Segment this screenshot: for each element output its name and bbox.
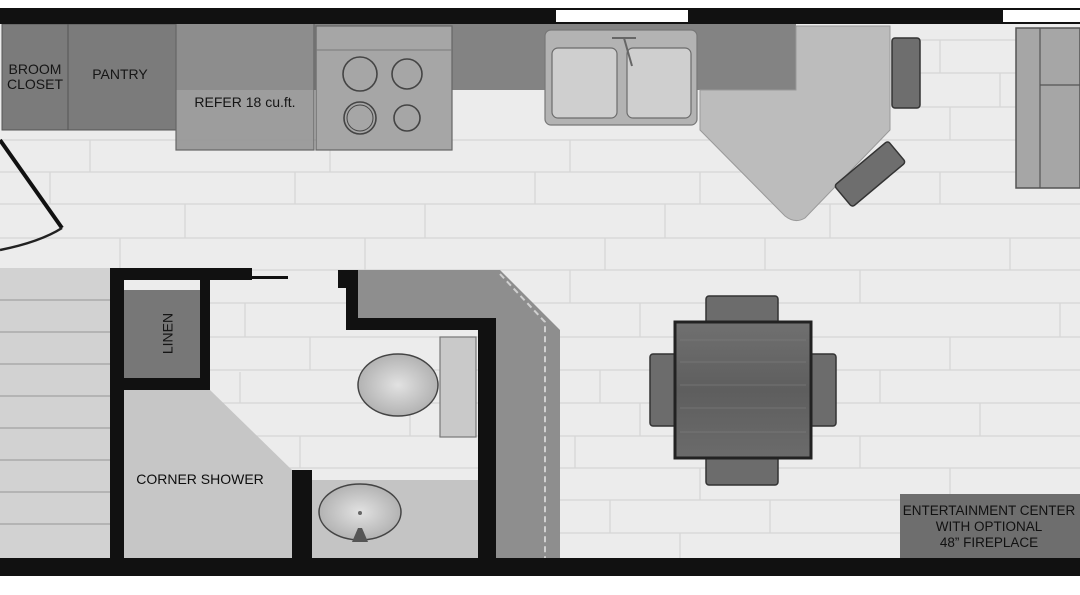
pantry-cabinet bbox=[67, 23, 177, 131]
range-cooktop bbox=[315, 25, 453, 151]
broom-closet-label: BROOM CLOSET bbox=[6, 61, 63, 92]
burner bbox=[342, 56, 378, 92]
interior-walls bbox=[110, 268, 496, 558]
curved-counter bbox=[358, 270, 560, 558]
refrigerator bbox=[175, 17, 315, 151]
exterior-walls bbox=[0, 8, 1080, 576]
broom-closet-cabinet bbox=[1, 23, 69, 131]
dining-table bbox=[673, 320, 813, 460]
refer-label: REFER 18 cu.ft. bbox=[194, 94, 296, 110]
stair-steps bbox=[0, 268, 112, 558]
toilet-bowl bbox=[357, 353, 439, 417]
side-cabinet bbox=[1015, 27, 1080, 189]
window bbox=[556, 10, 688, 22]
burner bbox=[343, 101, 377, 135]
bar-stool bbox=[891, 37, 921, 109]
bar-stool bbox=[834, 141, 906, 207]
burner bbox=[393, 104, 421, 132]
dining-set bbox=[649, 295, 837, 486]
entertainment-center bbox=[900, 494, 1080, 558]
linen-closet bbox=[122, 290, 208, 380]
corner-shower-label: CORNER SHOWER bbox=[136, 471, 264, 487]
pantry-label: PANTRY bbox=[92, 66, 148, 82]
entertainment-center-label: ENTERTAINMENT CENTER WITH OPTIONAL 48” F… bbox=[902, 503, 1076, 550]
entry-door bbox=[0, 138, 64, 252]
window bbox=[1003, 10, 1080, 22]
linen-label: LINEN bbox=[159, 312, 176, 355]
kitchen-counter bbox=[1, 17, 921, 222]
corner-shower bbox=[122, 390, 292, 558]
peninsula-counter bbox=[699, 25, 891, 222]
toilet-tank bbox=[439, 336, 477, 438]
burner bbox=[391, 58, 423, 90]
